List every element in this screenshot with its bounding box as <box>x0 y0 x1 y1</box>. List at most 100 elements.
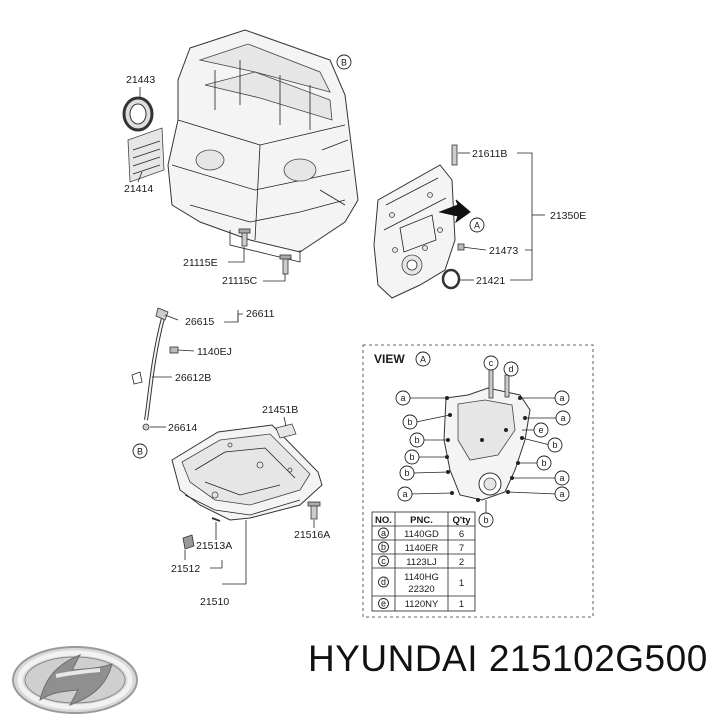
dipstick-assembly <box>131 307 179 421</box>
marker-a-label: A <box>474 221 480 231</box>
view-a-letter-c: c <box>483 355 499 371</box>
callout-21350E: 21350E <box>550 210 586 222</box>
svg-text:b: b <box>407 417 412 427</box>
view-a-letter-a-r4: a <box>554 486 570 502</box>
view-a-letter-b-r1: b <box>547 437 563 453</box>
table-row-no: a <box>381 528 386 538</box>
svg-text:b: b <box>409 452 414 462</box>
table-row-no: d <box>381 577 386 587</box>
view-a-frame <box>362 344 594 618</box>
table-row-no: b <box>381 542 386 552</box>
view-a-title: VIEW <box>374 352 405 366</box>
stud-21611B <box>451 144 458 166</box>
svg-text:a: a <box>559 489 564 499</box>
callout-26611: 26611 <box>246 308 275 320</box>
callout-21513A: 21513A <box>196 540 232 552</box>
view-a-letter-b-l1: b <box>402 414 418 430</box>
callout-26615: 26615 <box>185 316 214 328</box>
gasket-21513A <box>211 517 221 522</box>
marker-b-top-label: B <box>341 58 347 68</box>
view-a-letter-a-l1: a <box>395 390 411 406</box>
table-row-qty: 7 <box>459 543 464 554</box>
gasket-21451B <box>275 423 297 439</box>
callout-26614: 26614 <box>168 422 197 434</box>
view-a-letter-circle <box>415 351 431 367</box>
table-header-pnc: PNC. <box>410 515 433 526</box>
parts-table: NO. PNC. Q'ty a 1140GD 6 b 1140ER 7 c 11… <box>371 511 476 612</box>
bolt-1140EJ <box>169 346 179 354</box>
svg-text:c: c <box>489 358 494 368</box>
marker-b-bottom-label: B <box>137 447 143 457</box>
svg-text:b: b <box>483 515 488 525</box>
brand-name: HYUNDAI <box>308 638 479 679</box>
callout-21443: 21443 <box>126 74 155 86</box>
part-number: 215102G500 <box>488 638 708 679</box>
seal-21443 <box>122 96 154 132</box>
view-a-letter-a-r1: a <box>554 390 570 406</box>
callout-26612B: 26612B <box>175 372 211 384</box>
callout-21115C: 21115C <box>222 275 258 287</box>
svg-text:a: a <box>559 473 564 483</box>
brand-caption: HYUNDAI 215102G500 <box>308 638 708 680</box>
table-row-qty: 1 <box>459 599 464 610</box>
marker-b-top <box>336 54 352 70</box>
bolt-21115C <box>279 254 292 275</box>
oring-26614 <box>142 423 150 431</box>
view-a-letter-a-l2: a <box>397 486 413 502</box>
table-header-qty: Q'ty <box>452 515 471 526</box>
table-row-qty: 1 <box>459 578 464 589</box>
svg-text:b: b <box>414 435 419 445</box>
view-a-cover <box>443 367 531 501</box>
svg-text:b: b <box>404 468 409 478</box>
callout-21611B: 21611B <box>472 148 507 160</box>
plate-21414 <box>127 127 165 183</box>
marker-b-bottom <box>132 443 148 459</box>
hyundai-logo-icon <box>12 646 138 714</box>
oil-pan <box>171 424 323 521</box>
view-a-letter: A <box>420 355 426 365</box>
bolt-21473 <box>457 243 465 251</box>
callout-21414: 21414 <box>124 183 153 195</box>
callout-21516A: 21516A <box>294 529 330 541</box>
engine-block <box>167 29 359 263</box>
table-row-pnc2: 22320 <box>408 584 434 595</box>
seal-21421 <box>441 268 461 290</box>
view-a-letter-a-r3: a <box>554 470 570 486</box>
callout-21115E: 21115E <box>183 257 218 269</box>
table-row-pnc: 1140ER <box>405 543 439 554</box>
view-a-letter-a-r2: a <box>555 410 571 426</box>
drain-plug-21512 <box>182 534 195 550</box>
marker-a <box>469 217 485 233</box>
svg-text:b: b <box>541 458 546 468</box>
table-row-no: c <box>381 556 386 566</box>
table-row-no: e <box>381 599 386 609</box>
view-a-letter-b-l2: b <box>409 432 425 448</box>
view-a-letter-b-r2: b <box>536 455 552 471</box>
arrow-view-a <box>438 199 471 224</box>
svg-text:a: a <box>560 413 565 423</box>
table-row-qty: 6 <box>459 529 464 540</box>
timing-cover <box>373 164 456 299</box>
svg-text:d: d <box>508 364 513 374</box>
view-a-letter-b-l3: b <box>404 449 420 465</box>
callout-21510: 21510 <box>200 596 229 608</box>
view-a-letter-b-bottom: b <box>478 512 494 528</box>
callout-21421: 21421 <box>476 275 505 287</box>
svg-text:b: b <box>552 440 557 450</box>
bolt-21115E <box>238 228 251 247</box>
svg-text:e: e <box>538 425 543 435</box>
table-row-pnc: 1140HG <box>404 572 439 583</box>
callout-21473: 21473 <box>489 245 518 257</box>
table-header-no: NO. <box>375 515 392 526</box>
table-row-pnc: 1123LJ <box>406 557 437 568</box>
callout-21451B: 21451B <box>262 404 298 416</box>
table-row-pnc: 1140GD <box>404 529 439 540</box>
table-row-pnc: 1120NY <box>405 599 439 610</box>
callout-21512: 21512 <box>171 563 200 575</box>
svg-text:a: a <box>559 393 564 403</box>
table-row-qty: 2 <box>459 557 464 568</box>
view-a-letter-e: e <box>533 422 549 438</box>
view-a-letter-d: d <box>503 361 519 377</box>
bolt-21516A <box>307 501 321 520</box>
